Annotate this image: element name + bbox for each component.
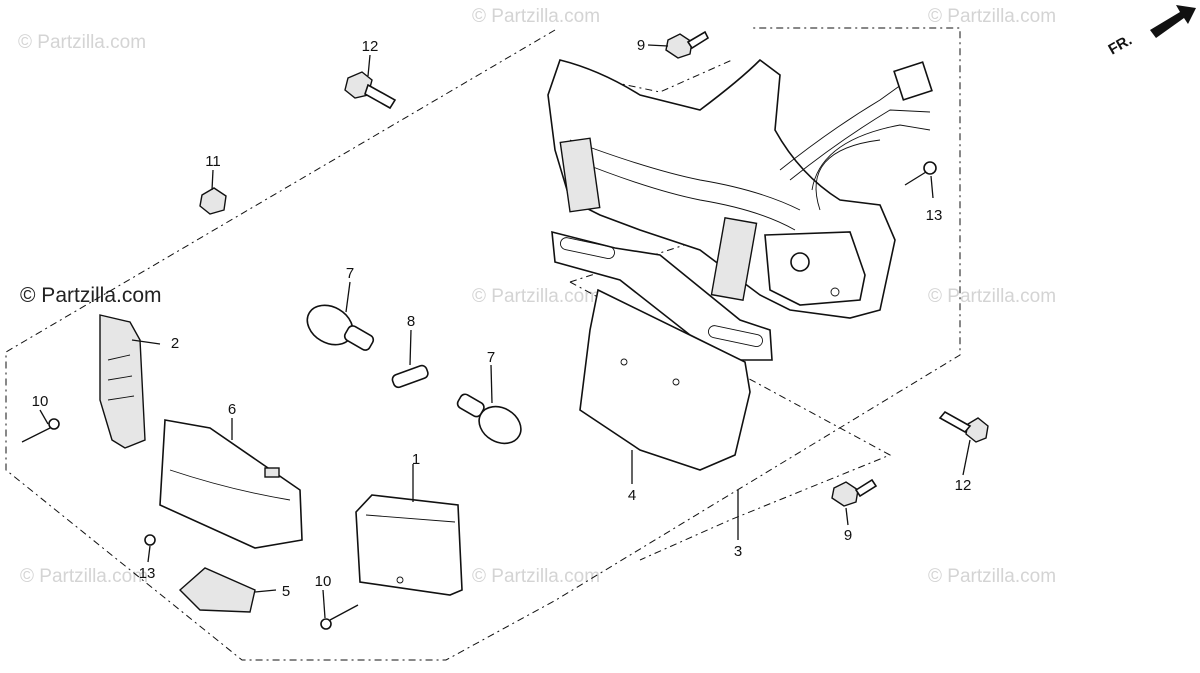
cover-part-6 (159, 419, 303, 549)
fastener-part-12-lower (938, 410, 989, 443)
watermark: © Partzilla.com (928, 6, 1056, 27)
callout-11: 11 (205, 153, 221, 170)
watermark-group: © Partzilla.com © Partzilla.com © Partzi… (18, 6, 1056, 587)
screw-part-10-bottom (320, 604, 359, 630)
tail-light-housing (547, 58, 933, 471)
leader-lines (39, 44, 971, 619)
bulb-part-8 (391, 364, 429, 389)
bulb-part-7-upper (306, 304, 375, 351)
callout-6: 6 (228, 401, 236, 418)
callout-12: 12 (362, 38, 379, 55)
callout-1: 1 (412, 451, 420, 468)
fastener-part-11 (199, 187, 227, 215)
callout-2: 2 (171, 335, 179, 352)
fastener-part-9-upper (665, 30, 710, 59)
fastener-part-9-lower (831, 478, 878, 507)
callout-13: 13 (139, 565, 156, 582)
callout-8: 8 (407, 313, 415, 330)
watermark: © Partzilla.com (472, 6, 600, 27)
front-label: FR. (1106, 32, 1135, 59)
bulb-part-7-lower (456, 393, 522, 445)
screw-part-10-left (21, 418, 60, 443)
watermark-primary: © Partzilla.com (20, 284, 162, 307)
callout-labels: 1 2 3 4 5 6 7 7 8 9 9 10 10 11 12 12 13 … (32, 37, 972, 600)
watermark: © Partzilla.com (472, 286, 600, 307)
fastener-part-12-upper (344, 71, 397, 110)
callout-5: 5 (282, 583, 290, 600)
side-lens-part-2 (99, 314, 146, 449)
turn-signal-lens-part-1 (355, 494, 463, 596)
callout-4: 4 (628, 487, 636, 504)
callout-7: 7 (346, 265, 354, 282)
screw-part-13-left (144, 534, 156, 546)
watermark: © Partzilla.com (928, 566, 1056, 587)
callout-9: 9 (844, 527, 852, 544)
callout-9: 9 (637, 37, 645, 54)
watermark: © Partzilla.com (20, 566, 148, 587)
callout-7: 7 (487, 349, 495, 366)
watermark: © Partzilla.com (18, 32, 146, 53)
front-direction-indicator: FR. (1106, 5, 1196, 59)
callout-13: 13 (926, 207, 943, 224)
callout-3: 3 (734, 543, 742, 560)
callout-12: 12 (955, 477, 972, 494)
callout-10: 10 (315, 573, 332, 590)
callout-10: 10 (32, 393, 49, 410)
small-lens-part-5 (178, 567, 256, 613)
screw-part-13-right (904, 161, 937, 186)
front-arrow-icon (1150, 5, 1196, 38)
watermark: © Partzilla.com (928, 286, 1056, 307)
watermark: © Partzilla.com (472, 566, 600, 587)
